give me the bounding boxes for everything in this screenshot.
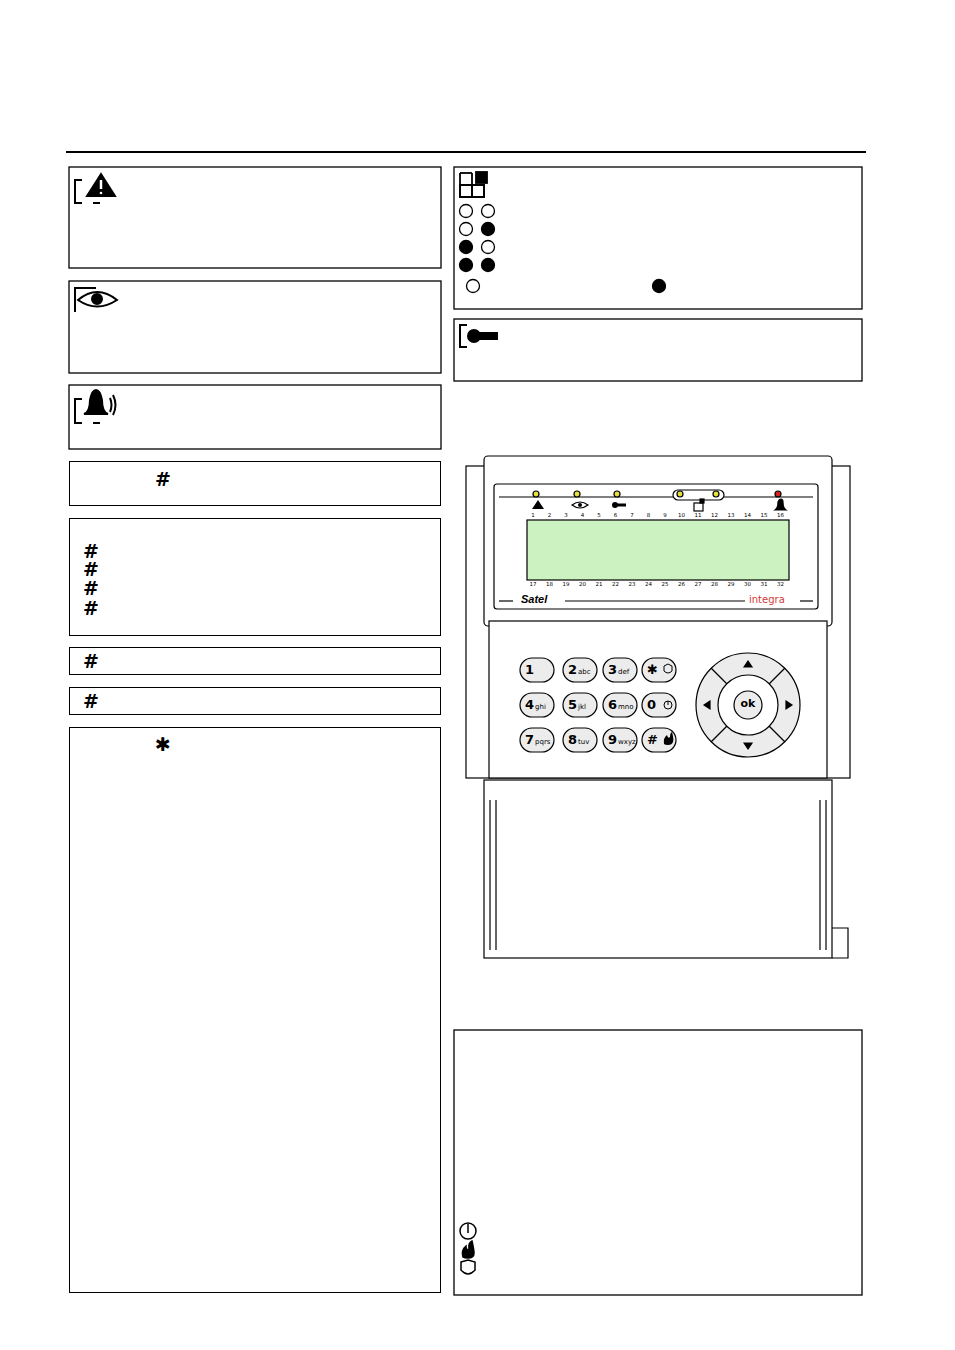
zone-number: 15 xyxy=(761,513,768,519)
key-label: def xyxy=(618,669,629,676)
partition-icon xyxy=(460,172,487,197)
zone-number: 13 xyxy=(728,513,735,519)
info-box: # xyxy=(69,461,441,506)
key-label: 9 xyxy=(608,733,617,746)
zone-number: 2 xyxy=(548,513,552,519)
zone-number: 12 xyxy=(711,513,718,519)
key-label: 3 xyxy=(608,663,617,676)
zone-number: 22 xyxy=(612,582,619,588)
key-label: 5 xyxy=(568,698,577,711)
key-label: wxyz xyxy=(618,739,636,746)
key-label: 1 xyxy=(525,663,534,676)
key-symbol: # xyxy=(83,560,99,579)
keypad-key: 5jkl xyxy=(563,693,597,717)
zone-number: 8 xyxy=(647,513,651,519)
zone-number: 20 xyxy=(579,582,586,588)
key-symbol: ✱ xyxy=(155,735,171,754)
key-icons xyxy=(460,1223,476,1274)
info-box: #### xyxy=(69,518,441,636)
keypad-key: 1 xyxy=(520,658,554,682)
service-icon xyxy=(460,325,497,347)
info-box xyxy=(454,1030,862,1295)
zone-number: 26 xyxy=(678,582,685,588)
key-label: 0 xyxy=(647,698,656,711)
siren-icon xyxy=(75,390,116,423)
keypad-key: 6mno xyxy=(603,693,637,717)
key-symbol: # xyxy=(83,599,99,618)
zone-number: 17 xyxy=(530,582,537,588)
zone-number: 27 xyxy=(695,582,702,588)
ok-button: ok xyxy=(735,692,761,718)
keypad-key: 4ghi xyxy=(520,693,554,717)
info-box xyxy=(69,385,441,449)
zone-number: 16 xyxy=(777,513,784,519)
keypad-key: 3def xyxy=(603,658,637,682)
zone-number: 32 xyxy=(777,582,784,588)
zone-number: 4 xyxy=(581,513,585,519)
key-label: ok xyxy=(741,698,756,709)
zone-number: 9 xyxy=(663,513,667,519)
key-label: mno xyxy=(618,704,634,711)
key-symbol: # xyxy=(155,470,171,489)
alarm-icon xyxy=(75,174,115,203)
key-label: 2 xyxy=(568,663,577,676)
info-box: # xyxy=(69,647,441,675)
brand-logo: Satel xyxy=(521,594,547,605)
key-label: ghi xyxy=(535,704,546,711)
zone-number: 6 xyxy=(614,513,618,519)
key-symbol: # xyxy=(83,579,99,598)
zone-number: 10 xyxy=(678,513,685,519)
keypad-key: ✱ xyxy=(642,658,676,682)
eye-icon xyxy=(75,288,117,312)
product-name: integra xyxy=(749,595,785,605)
info-box xyxy=(454,167,862,309)
zone-number: 1 xyxy=(531,513,535,519)
key-label: tuv xyxy=(578,739,589,746)
zone-number: 7 xyxy=(630,513,634,519)
key-label: # xyxy=(647,733,658,746)
keypad-key: 7pqrs xyxy=(520,728,554,752)
zone-number: 18 xyxy=(546,582,553,588)
keypad-key: 8tuv xyxy=(563,728,597,752)
info-box: ✱ xyxy=(69,727,441,1293)
keypad-illustration xyxy=(466,456,850,958)
keypad-key: 9wxyz xyxy=(603,728,637,752)
zone-number: 5 xyxy=(597,513,601,519)
led-state-circles xyxy=(460,205,666,293)
zone-number: 21 xyxy=(596,582,603,588)
zone-number: 14 xyxy=(744,513,751,519)
key-symbol: # xyxy=(83,652,99,671)
zone-number: 3 xyxy=(564,513,568,519)
zone-number: 19 xyxy=(563,582,570,588)
key-symbol: # xyxy=(83,692,99,711)
zone-number: 29 xyxy=(728,582,735,588)
keypad-key: 0 xyxy=(642,693,676,717)
key-symbol: # xyxy=(83,542,99,561)
info-box xyxy=(454,319,862,381)
key-label: 6 xyxy=(608,698,617,711)
zone-number: 24 xyxy=(645,582,652,588)
zone-number: 31 xyxy=(761,582,768,588)
zone-number: 30 xyxy=(744,582,751,588)
key-label: 7 xyxy=(525,733,534,746)
keypad-key: 2abc xyxy=(563,658,597,682)
zone-number: 25 xyxy=(662,582,669,588)
key-label: 8 xyxy=(568,733,577,746)
key-label: jkl xyxy=(578,704,586,711)
key-label: 4 xyxy=(525,698,534,711)
zone-number: 28 xyxy=(711,582,718,588)
zone-number: 11 xyxy=(695,513,702,519)
info-box: # xyxy=(69,687,441,715)
zone-number: 23 xyxy=(629,582,636,588)
key-label: ✱ xyxy=(647,663,658,676)
key-label: pqrs xyxy=(535,739,550,746)
info-box xyxy=(69,167,441,268)
header-rule xyxy=(66,151,866,153)
keypad-key: # xyxy=(642,728,676,752)
key-label: abc xyxy=(578,669,591,676)
info-box xyxy=(69,281,441,373)
